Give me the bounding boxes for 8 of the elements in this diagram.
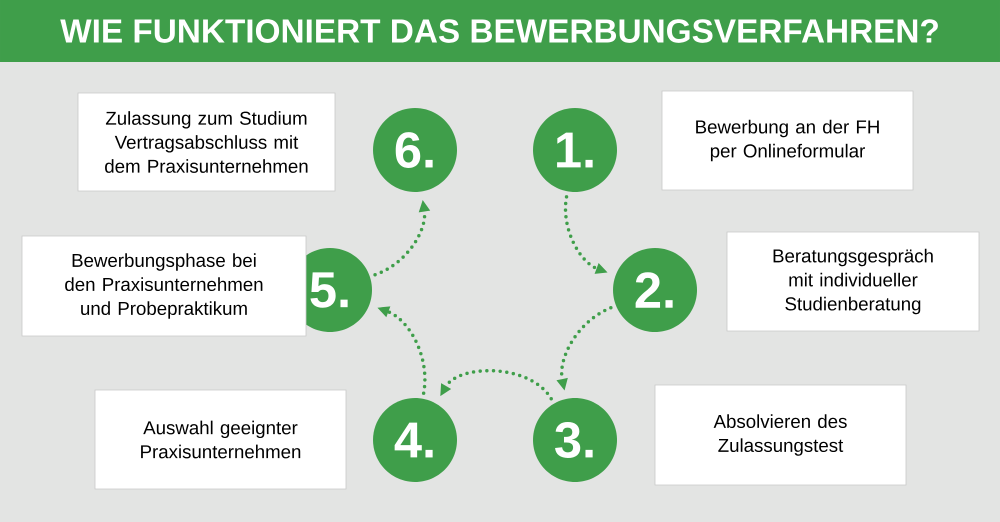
text-box: Absolvieren des Zulassungstest	[654, 384, 906, 486]
arrow	[440, 369, 553, 401]
title-banner: WIE FUNKTIONIERT DAS BEWERBUNGSVERFAHREN?	[0, 0, 1000, 62]
text-box: Zulassung zum Studium Vertragsabschluss mit dem Praxisunternehmen	[78, 92, 336, 192]
text-box: Beratungsgespräch mit individueller Studienberatung	[726, 232, 980, 332]
text-box: Auswahl geeignter Praxisunternehmen	[94, 390, 346, 490]
text-box: Bewerbung an der FH per Onlineformular	[662, 90, 914, 190]
text-box: Bewerbungsphase bei den Praxisunternehmen und Probepraktikum	[22, 236, 306, 336]
